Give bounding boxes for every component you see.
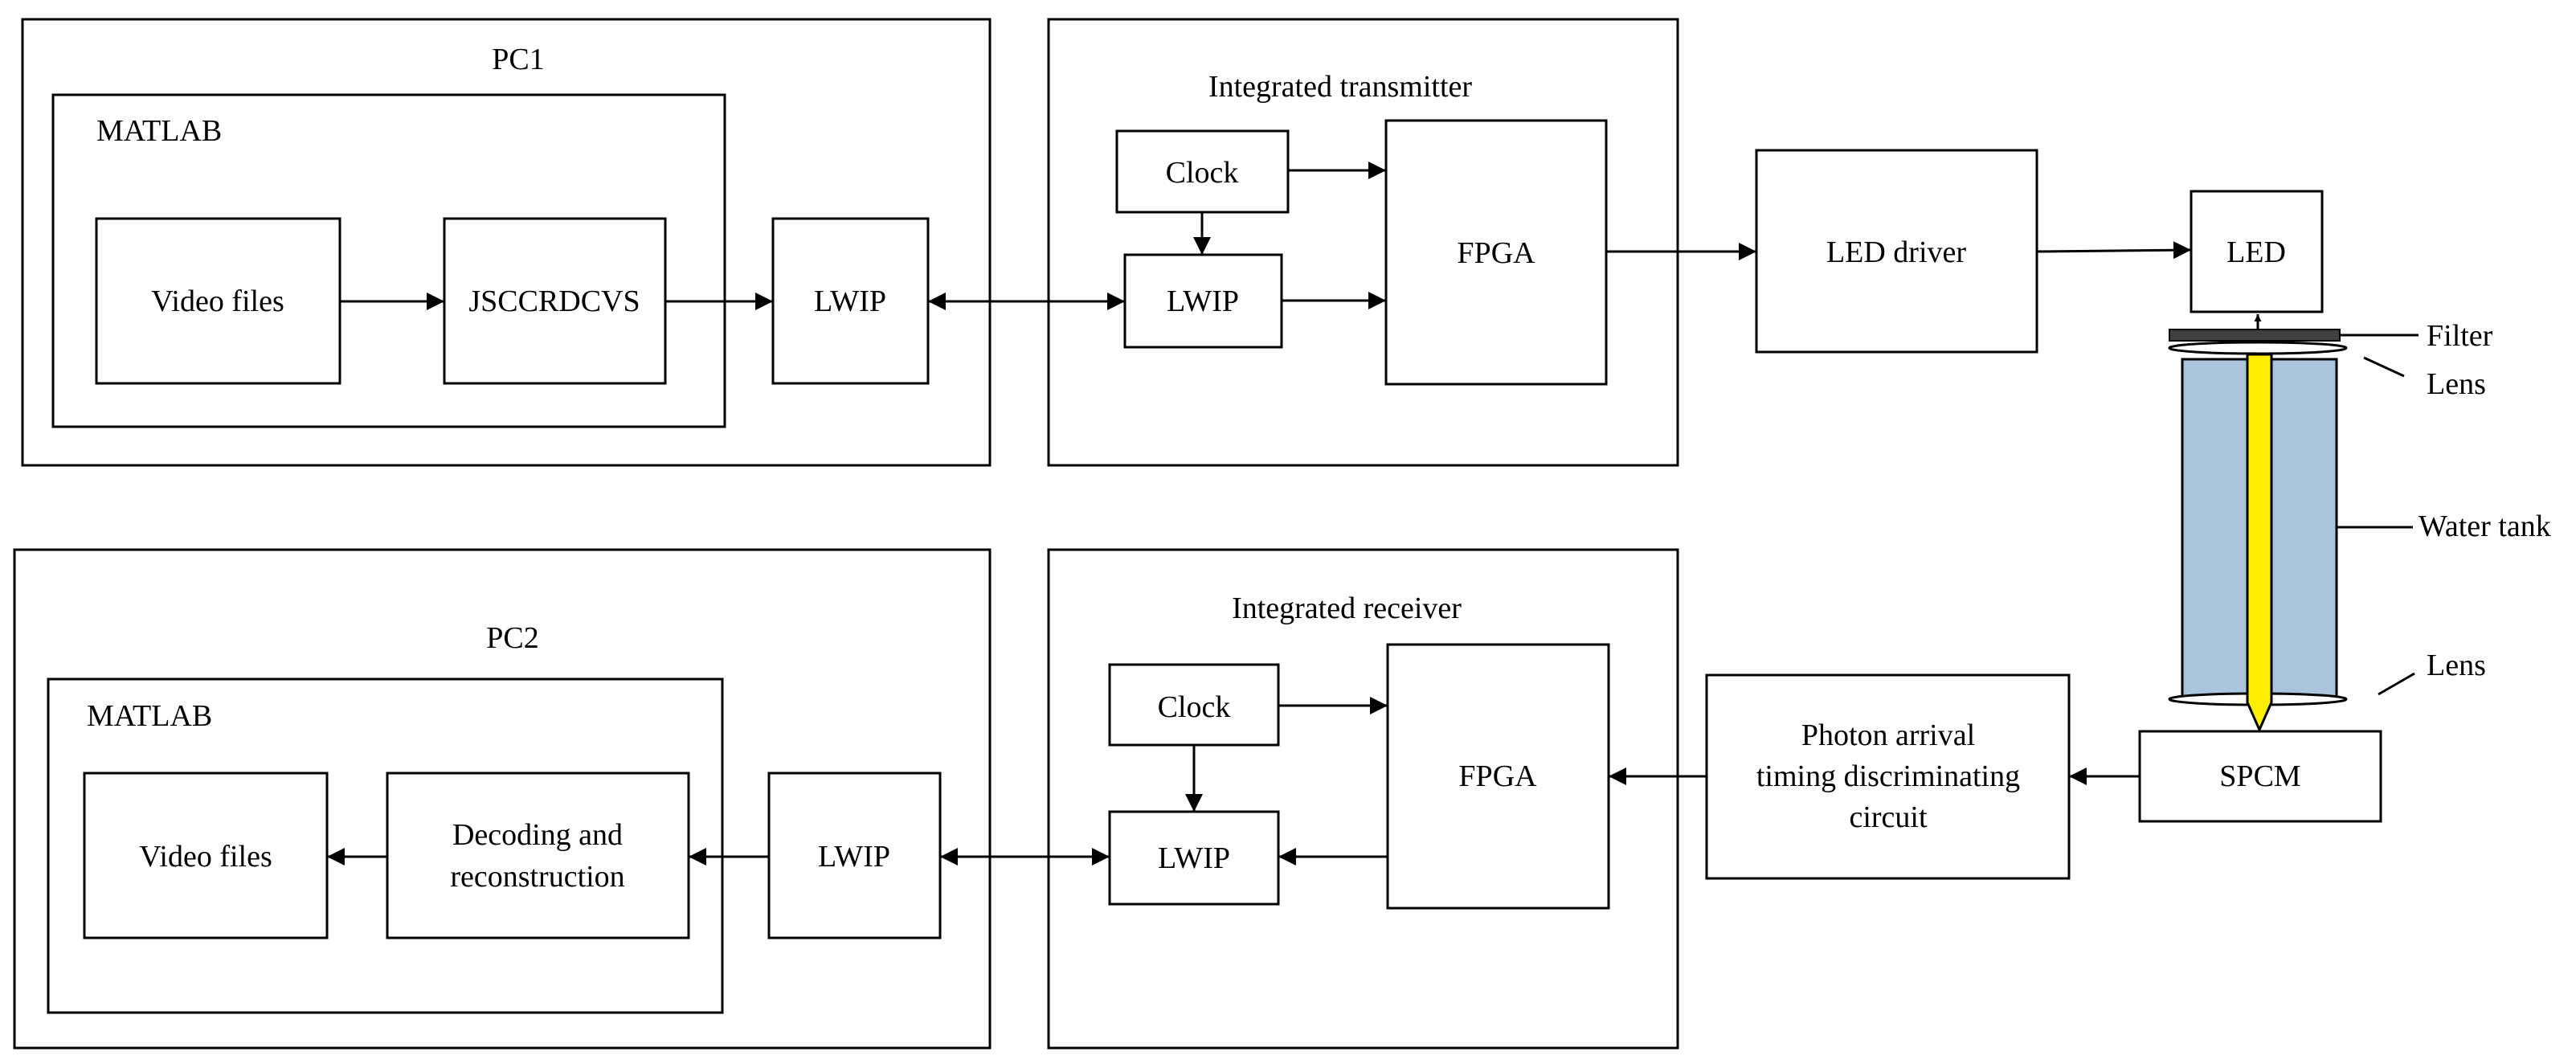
pc2-title: PC2 [486,621,538,655]
pc2-matlab-frame [47,677,724,1014]
led-driver-label: LED driver [1826,235,1966,269]
receiver-group: Integrated receiver Clock LWIP FPGA [1047,548,1679,1050]
pc1-video-files-box [95,217,341,385]
pc1-encoder-label: JSCCRDCVS [468,284,640,318]
transmitter-title: Integrated transmitter [1208,70,1472,104]
transmitter-clock-label: Clock [1166,156,1239,190]
water-tank-label: Water tank [2419,510,2551,543]
pc1-lwip-label: LWIP [814,284,886,318]
bottom-lens-label: Lens [2427,649,2486,682]
photon-circuit-line1: Photon arrival [1801,718,1975,752]
filter-label: Filter [2427,319,2493,353]
pc2-frame [13,548,992,1050]
spcm-label: SPCM [2219,759,2300,793]
pc1-matlab-frame [51,93,726,428]
arrow-led-driver-to-led [2036,241,2192,260]
receiver-fpga-label: FPGA [1458,759,1537,793]
receiver-title: Integrated receiver [1232,591,1462,625]
receiver-clock-box [1108,663,1280,747]
pc2-decoder-line2: reconstruction [450,860,624,894]
light-beam [2246,353,2273,733]
receiver-fpga-box [1386,643,1610,910]
optical-channel: Filter Lens Water tank Lens [2168,314,2551,733]
pc1-matlab-label: MATLAB [96,114,222,148]
receiver-lwip-label: LWIP [1158,841,1230,875]
receiver-clock-label: Clock [1158,690,1231,724]
pc2-matlab-label: MATLAB [87,699,212,733]
top-lens-leader [2363,356,2405,378]
pc1-lwip-box [771,217,930,385]
pc2-video-files-label: Video files [139,840,272,874]
pc1-video-files-label: Video files [151,284,284,318]
spcm-box [2138,730,2382,823]
bottom-lens-leader [2378,672,2415,696]
led-label: LED [2226,235,2286,269]
pc2-decoder-line1: Decoding and [452,818,623,852]
pc1-group: PC1 MATLAB Video files JSCCRDCVS LWIP [21,18,992,467]
pc2-group: PC2 MATLAB Video files Decoding and reco… [13,548,992,1050]
transmitter-fpga-box [1384,119,1608,386]
top-lens-label: Lens [2427,367,2486,401]
photon-circuit-line3: circuit [1849,800,1928,834]
pc2-video-files-box [83,772,329,939]
led-box [2190,190,2324,313]
filter-plate [2169,329,2341,342]
transmitter-fpga-label: FPGA [1457,236,1535,270]
photon-circuit-box [1705,673,2071,880]
transmitter-group: Integrated transmitter Clock LWIP FPGA [1047,18,1679,467]
photon-circuit-line2: timing discriminating [1756,759,2020,793]
receiver-frame [1047,548,1679,1050]
pc2-lwip-box [767,772,942,939]
transmitter-clock-box [1115,129,1290,214]
top-lens [2168,341,2348,355]
transmitter-frame [1047,18,1679,467]
transmitter-lwip-label: LWIP [1167,284,1239,318]
pc2-lwip-label: LWIP [818,840,890,874]
pc1-title: PC1 [492,43,544,76]
pc1-frame [21,18,992,467]
pc2-decoder-box [386,772,690,939]
receiver-lwip-box [1108,810,1280,906]
